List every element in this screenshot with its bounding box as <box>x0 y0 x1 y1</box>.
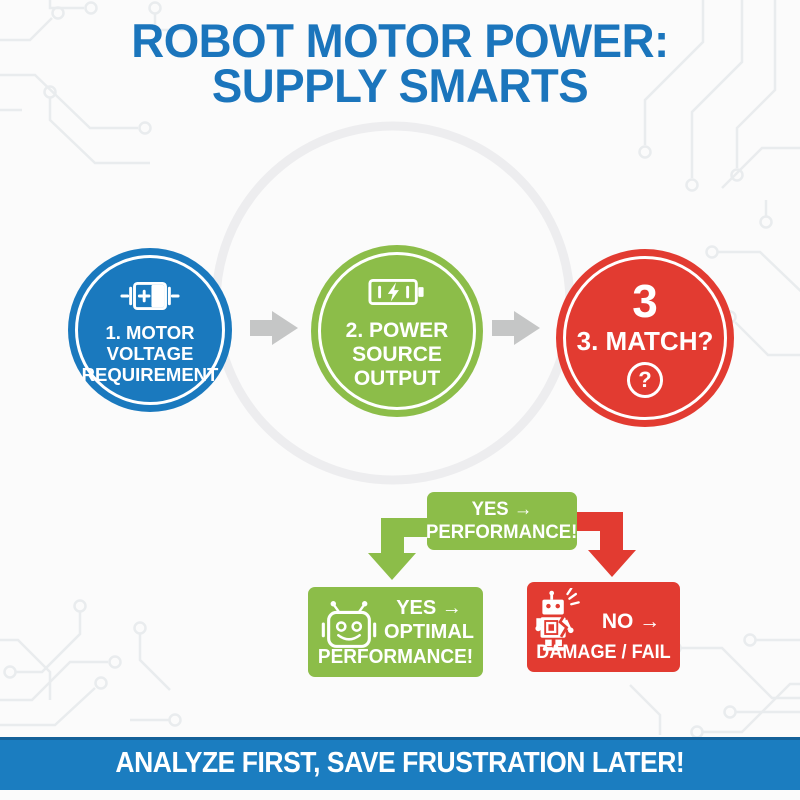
step-match-check: 3 3. MATCH? ? <box>556 249 734 427</box>
step-inner-ring <box>75 255 225 405</box>
step-power-source-output: 2. POWER SOURCE OUTPUT <box>311 245 483 417</box>
page-title-line2: SUPPLY SMARTS <box>211 59 589 112</box>
step-motor-voltage-requirement: 1. MOTOR VOLTAGE REQUIREMENT <box>68 248 232 412</box>
top-box-line2: PERFORMANCE! <box>426 521 578 543</box>
page-title-line1: ROBOT MOTOR POWER: <box>131 14 669 67</box>
yes-box-line1: YES → <box>396 597 462 619</box>
no-outcome-box: NO → DAMAGE / FAIL <box>527 582 680 672</box>
decision-top-box: YES → PERFORMANCE! <box>426 492 578 550</box>
no-box-line1: NO → <box>601 610 661 633</box>
arrow-yes-branch <box>368 518 428 580</box>
arrow-step1-step2 <box>250 311 298 345</box>
step-inner-ring <box>563 256 727 420</box>
broken-robot-icon <box>534 588 588 654</box>
happy-robot-icon <box>318 596 380 658</box>
arrow-step2-step3 <box>492 311 540 345</box>
circuit-traces-bottom-left <box>0 599 182 727</box>
yes-box-line2: OPTIMAL <box>384 621 474 643</box>
circuit-traces-top-left <box>0 0 192 165</box>
step-inner-ring <box>318 252 476 410</box>
yes-box-line3: PERFORMANCE! <box>317 646 474 668</box>
no-box-line2: DAMAGE / FAIL <box>536 642 671 663</box>
circuit-traces-top-right <box>638 0 800 357</box>
circuit-traces-bottom-right <box>629 633 800 739</box>
footer-text: ANALYZE FIRST, SAVE FRUSTRATION LATER! <box>115 747 685 779</box>
page-title: ROBOT MOTOR POWER: SUPPLY SMARTS <box>12 14 788 112</box>
footer-banner: ANALYZE FIRST, SAVE FRUSTRATION LATER! <box>0 737 800 790</box>
arrow-no-branch <box>576 512 636 577</box>
top-box-line1: YES → <box>471 498 533 520</box>
yes-outcome-box: YES → OPTIMAL PERFORMANCE! <box>308 587 483 677</box>
